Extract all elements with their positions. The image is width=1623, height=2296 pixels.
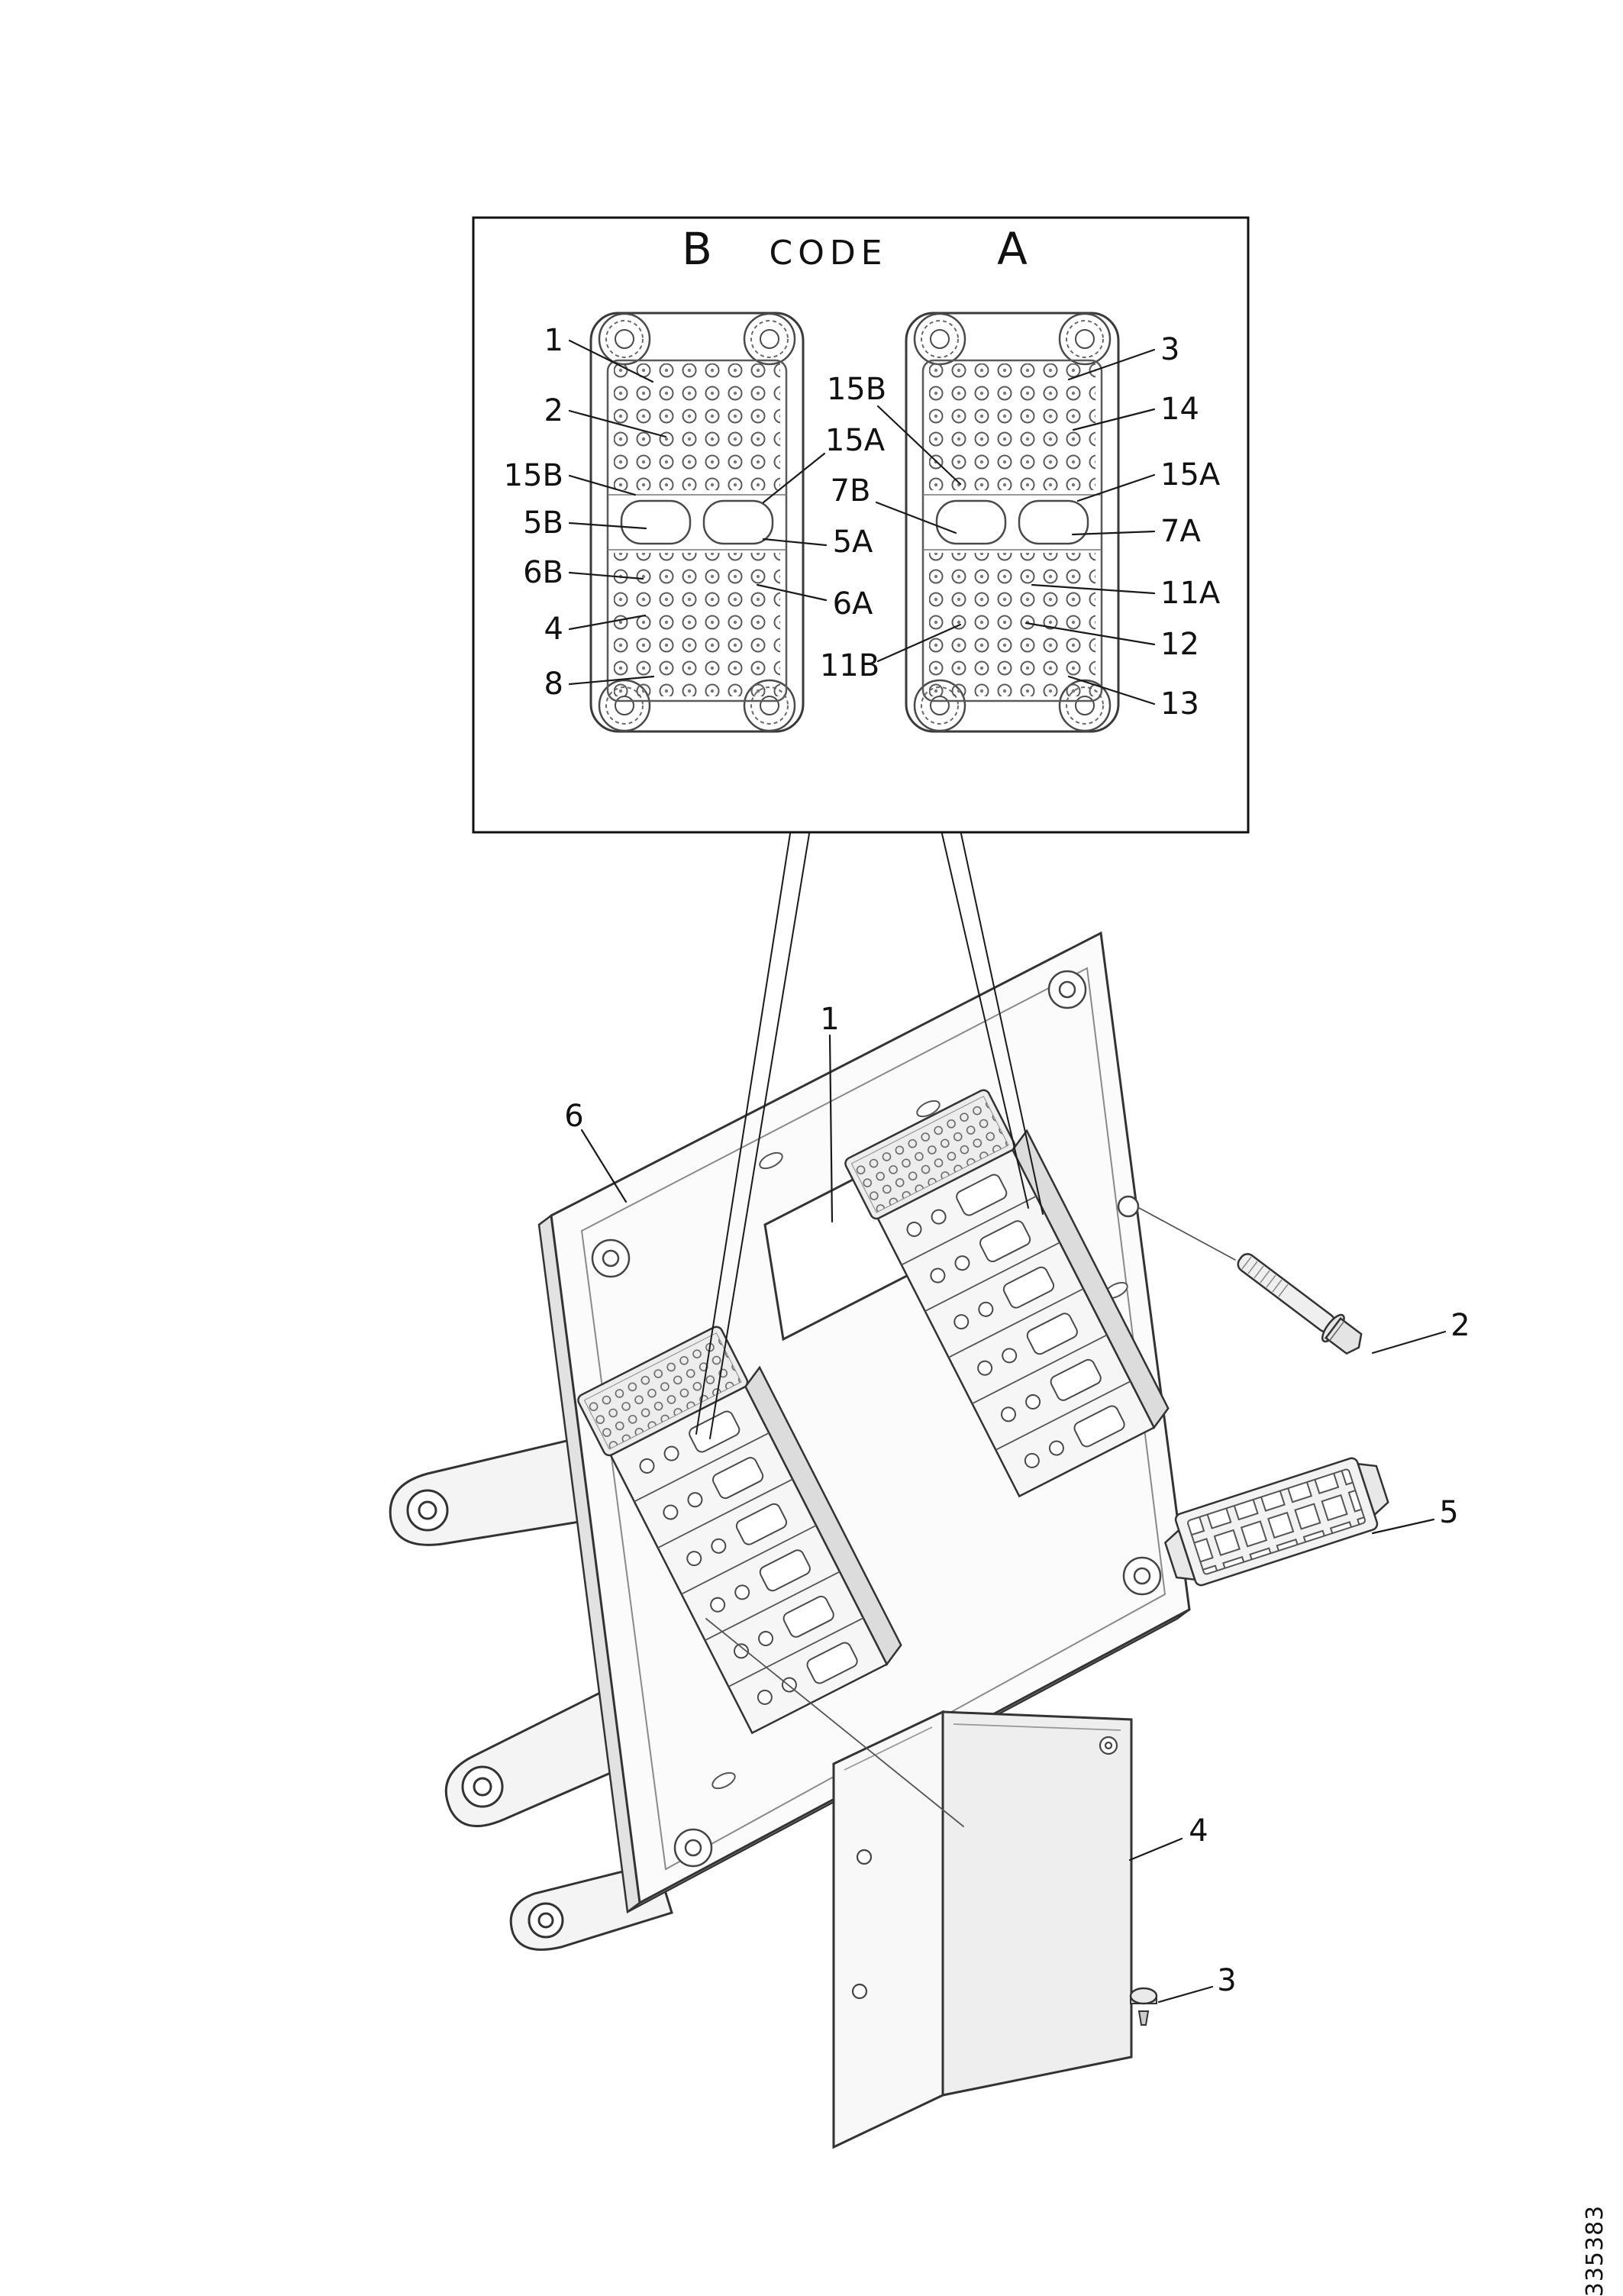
callout-a-13: 13 [1160, 686, 1199, 722]
callout-a-7a: 7A [1160, 514, 1201, 549]
callout-b-8: 8 [544, 667, 563, 702]
connector-b-letter: B [682, 223, 712, 275]
connector-b-face [589, 312, 805, 733]
cover [832, 1710, 1133, 2149]
code-panel-leader-lines [568, 339, 1156, 706]
callout-b-2: 2 [544, 393, 563, 428]
callout-a-15a: 15A [1160, 457, 1221, 492]
callout-b-5b: 5B [523, 505, 563, 541]
callout-b-4: 4 [544, 612, 563, 647]
callout-part-6: 6 [564, 1099, 584, 1134]
connector-a-letter: A [997, 223, 1028, 275]
callout-part-2: 2 [1450, 1308, 1470, 1343]
screw [1129, 1987, 1158, 2026]
callout-part-5: 5 [1439, 1495, 1459, 1530]
connector-housing [1163, 1457, 1389, 1587]
code-label: CODE [769, 234, 888, 273]
bolt [1237, 1253, 1363, 1355]
callout-a-3: 3 [1160, 332, 1180, 367]
callout-b-1: 1 [544, 323, 563, 358]
callout-b-15b: 15B [503, 458, 563, 493]
connector-block-b [577, 1326, 902, 1735]
callout-mid-11b: 11B [819, 648, 880, 683]
connector-a-face [905, 312, 1120, 733]
callout-a-11a: 11A [1160, 576, 1221, 611]
callout-part-4: 4 [1189, 1813, 1208, 1849]
projection-lines [695, 833, 1044, 1439]
callout-mid-15a: 15A [824, 423, 886, 458]
construction-lines [705, 1207, 1236, 1827]
callout-a-12: 12 [1160, 627, 1199, 662]
connector-block-a [844, 1089, 1170, 1498]
callout-mid-5a: 5A [832, 525, 873, 560]
callout-a-14: 14 [1160, 392, 1199, 427]
callout-part-3: 3 [1217, 1963, 1237, 1998]
callout-b-6b: 6B [523, 555, 563, 590]
callout-part-1: 1 [820, 1002, 840, 1037]
callout-mid-6a: 6A [832, 586, 873, 622]
exploded-leader-lines [580, 1034, 1447, 2004]
callout-mid-15b: 15B [826, 372, 887, 407]
code-panel-border [472, 216, 1250, 834]
figure-number: 335383 [1582, 2204, 1608, 2296]
callout-mid-7b: 7B [830, 473, 871, 509]
